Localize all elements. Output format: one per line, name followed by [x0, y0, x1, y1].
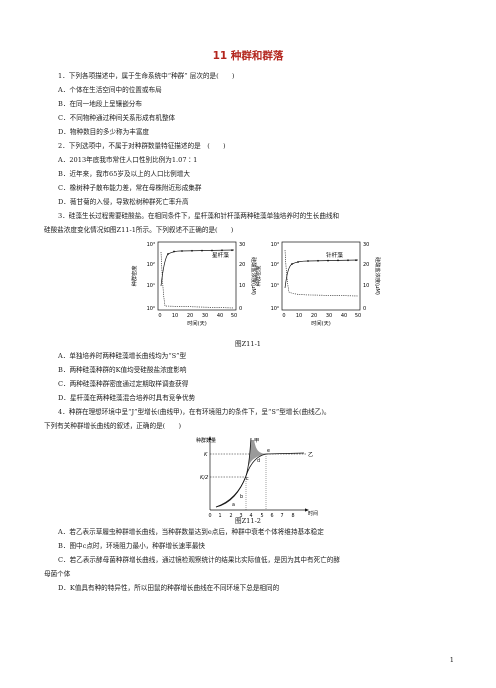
fig1-left-ytick-3: 10⁰ — [147, 306, 155, 312]
fig1-right-ytick-3: 10⁰ — [271, 306, 279, 312]
fig2-xtick-2: 2 — [229, 513, 232, 519]
fig1-right-y2tick-0: 30 — [363, 242, 369, 248]
fig1-right-ylabel: 种群密度 — [254, 266, 262, 287]
fig2-point-b: b — [240, 494, 243, 500]
fig1-left-ytick-2: 10¹ — [147, 283, 155, 289]
text-line-q2b: B．近年来，我市65岁及以上的人口比例增大 — [58, 170, 190, 178]
fig2-xtick-0: 0 — [208, 513, 211, 519]
fig1-right-xlabel: 时间(天) — [311, 319, 331, 327]
fig1-left-series-label: 星杆藻 — [212, 251, 229, 259]
fig1-right-ytick-2: 10¹ — [271, 283, 279, 289]
page-number: 1 — [449, 656, 454, 664]
text-line-q4d: D．K值具有种的特异性，所以田鼠的种群增长曲线在不同环境下总是相同的 — [58, 584, 280, 592]
fig2-point-e: e — [267, 449, 270, 454]
fig2-ylabel: 种群数量 — [196, 437, 216, 444]
fig1-left-xtick-0: 0 — [158, 313, 161, 319]
text-line-q4b: 下列有关种群增长曲线的叙述，正确的是( ) — [44, 422, 182, 430]
fig1-right-silicate-curve — [284, 249, 359, 297]
text-line-q2d: D．薇甘菊的入侵，导致松树种群死亡率升高 — [58, 198, 189, 206]
fig1-right-xtick-4: 40 — [341, 313, 347, 319]
text-line-q3: 3．硅藻生长过程需要硅酸盐。在相同条件下，星杆藻和针杆藻两种硅藻单独培养时的生长… — [58, 212, 340, 220]
fig1-left-xtick-3: 30 — [202, 313, 208, 319]
fig1-right-xtick-0: 0 — [282, 313, 285, 319]
fig1-right-xtick-1: 10 — [296, 313, 302, 319]
fig1-left-ylabel: 种群密度 — [130, 266, 138, 287]
text-line-q1b: B．在同一地段上呈镶嵌分布 — [58, 100, 142, 108]
text-line-q3b: 硅酸盐浓度变化情况如图Z11-1所示。下列叙述不正确的是( ) — [44, 226, 234, 234]
fig2-point-c: c — [246, 477, 249, 482]
fig2-curve-yi — [215, 452, 305, 508]
text-line-q3bb: B．两种硅藻种群的K值均受硅酸盐浓度影响 — [58, 366, 187, 374]
fig1-left-y2tick-0: 30 — [239, 242, 245, 248]
text-line-q4cc: 母菌个体 — [44, 570, 71, 578]
fig1-left-xtick-5: 50 — [231, 313, 237, 319]
fig1-left-chart: 种群密度 硅酸盐浓度(μM) 10³ 10² 10¹ 10⁰ 30 20 10 … — [130, 241, 258, 327]
fig1-left-ytick-0: 10³ — [147, 242, 155, 248]
text-line-q2a: A．2013年底我市常住人口性别比例为1.07∶1 — [58, 156, 198, 164]
fig1-left-y2tick-1: 20 — [239, 262, 245, 268]
fig1-left-silicate-curve — [160, 251, 235, 309]
fig1-left-y2tick-3: 0 — [239, 306, 242, 312]
fig1-right-y2tick-3: 0 — [363, 306, 366, 312]
fig1-left-ytick-1: 10² — [147, 262, 155, 268]
text-line-q4a: A．若乙表示草履虫种群增长曲线，当种群数量达到e点后，种群中衰老个体将维持基本稳… — [58, 528, 324, 536]
text-line-q3a: A．单独培养时两种硅藻增长曲线均为“S”型 — [58, 352, 187, 360]
fig1-right-y2tick-2: 10 — [363, 283, 369, 289]
fig2-xtick-8: 8 — [291, 513, 294, 519]
fig1-right-density-curve — [284, 259, 359, 289]
text-line-q2: 2．下列选项中，不属于对种群数量特征描述的是 ( ) — [58, 142, 226, 150]
text-line-q4bb: B．图中c点时，环境阻力最小，种群增长速率最快 — [58, 542, 206, 550]
figure-z11-2: 种群数量 时间 K K/2 甲 乙 a b c d e 0 1 2 3 4 5 … — [196, 436, 318, 519]
fig1-right-y2tick-1: 20 — [363, 262, 369, 268]
fig1-left-density-points — [167, 249, 233, 255]
fig2-xtick-4: 4 — [249, 513, 252, 519]
fig2-xtick-5: 5 — [260, 513, 263, 519]
fig1-right-xtick-3: 30 — [326, 313, 332, 319]
text-line-q3d: D．星杆藻在两种硅藻混合培养时具有竞争优势 — [58, 394, 196, 402]
fig1-left-y2label: 硅酸盐浓度(μM) — [250, 257, 258, 295]
text-line-q4c: C．若乙表示酵母菌种群增长曲线，通过镜检观察统计的结果比实际值低，是因为其中有死… — [58, 556, 340, 564]
fig2-k-label: K — [204, 452, 208, 458]
text-line-q1d: D．物种数目的多少称为丰富度 — [58, 128, 150, 136]
fig1-left-xlabel: 时间(天) — [187, 319, 207, 327]
text-line-q4: 4．种群在理想环境中呈“J”型增长(曲线甲)，在有环境阻力的条件下，呈“S”型增… — [58, 408, 331, 416]
fig2-xlabel: 时间 — [308, 510, 318, 517]
fig1-left-xtick-4: 40 — [217, 313, 223, 319]
fig1-left-xtick-1: 10 — [172, 313, 178, 319]
fig1-left-xtick-2: 20 — [187, 313, 193, 319]
fig1-right-xtick-2: 20 — [311, 313, 317, 319]
figure-z11-1: 种群密度 硅酸盐浓度(μM) 10³ 10² 10¹ 10⁰ 30 20 10 … — [130, 241, 382, 327]
fig2-caption: 图Z11-2 — [235, 517, 261, 525]
fig1-left-frame — [157, 241, 237, 311]
text-line-q2c: C．橡树种子散布能力差，常在母株附近形成集群 — [58, 184, 202, 192]
fig2-jia-label: 甲 — [254, 437, 259, 444]
fig1-right-y2label: 硅酸盐浓度(μM) — [374, 257, 382, 295]
fig1-right-ytick-0: 10³ — [271, 242, 279, 248]
fig1-caption: 图Z11-1 — [235, 340, 261, 348]
fig2-xtick-1: 1 — [218, 513, 221, 519]
fig2-point-d: d — [257, 458, 260, 464]
page-title: 11 种群和群落 — [212, 50, 284, 62]
text-line-q1a: A．个体在生活空间中的位置或布局 — [58, 86, 162, 94]
fig2-xtick-7: 7 — [280, 513, 283, 519]
fig1-right-chart: 种群密度 硅酸盐浓度(μM) 10³ 10² 10¹ 10⁰ 30 20 10 … — [254, 241, 382, 327]
fig2-xtick-3: 3 — [239, 513, 242, 519]
fig2-xtick-6: 6 — [270, 513, 273, 519]
fig1-right-density-points — [291, 259, 357, 265]
fig1-right-series-label: 针杆藻 — [326, 251, 343, 259]
fig2-shaded-area — [218, 440, 266, 506]
text-line-q1c: C．不同物种通过种间关系形成有机整体 — [58, 114, 176, 122]
fig1-left-y2tick-2: 10 — [239, 283, 245, 289]
text-line-q3c: C．两种硅藻种群密度通过定期取样调查获得 — [58, 380, 189, 388]
fig1-right-frame — [281, 241, 361, 311]
fig2-yi-label: 乙 — [308, 451, 313, 458]
fig2-k2-label: K/2 — [200, 475, 208, 481]
fig2-point-a: a — [232, 503, 235, 508]
fig1-right-ytick-1: 10² — [271, 262, 279, 268]
fig1-right-xtick-5: 50 — [355, 313, 361, 319]
text-line-q1: 1．下列各项描述中，属于生命系统中“种群” 层次的是( ) — [58, 72, 235, 80]
